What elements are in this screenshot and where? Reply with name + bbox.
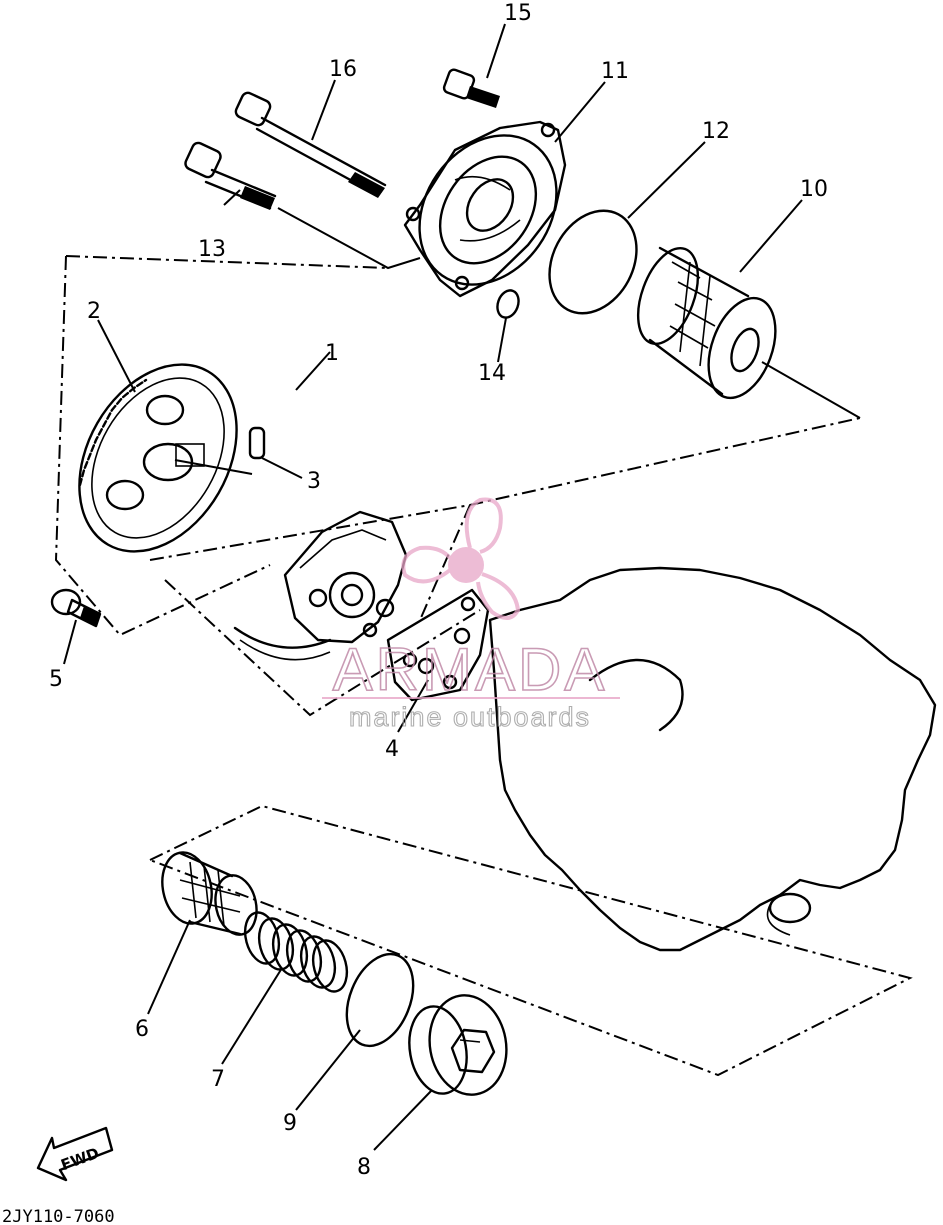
oil-pump-body-1: [233, 510, 408, 661]
callout-12: 12: [702, 119, 730, 144]
screw-5: [50, 588, 102, 628]
callout-15: 15: [504, 1, 532, 26]
strainer-assembly-boundary: [149, 804, 913, 1077]
callout-13: 13: [198, 237, 226, 262]
callout-3: 3: [307, 469, 321, 494]
relief-spring-7: [243, 911, 349, 993]
watermark-tagline: marine outboards: [349, 702, 591, 732]
propeller-logo-icon: [401, 497, 521, 620]
pump-assembly-boundary-bottom: [149, 417, 861, 561]
callout-16: 16: [329, 57, 357, 82]
oil-filter-element-10: [636, 246, 777, 400]
callout-7: 7: [211, 1067, 225, 1092]
leader-lines: [63, 23, 861, 1151]
small-bolt-15: [442, 68, 500, 108]
callout-5: 5: [49, 667, 63, 692]
filter-cover-11: [403, 120, 567, 298]
callout-6: 6: [135, 1017, 149, 1042]
oil-strainer-6: [161, 851, 258, 936]
callout-9: 9: [283, 1111, 297, 1136]
pump-assembly-boundary: [65, 255, 389, 269]
callout-8: 8: [357, 1155, 371, 1180]
small-o-ring-14: [496, 289, 520, 319]
long-bolt-16: [234, 91, 387, 198]
bolt-13: [184, 141, 277, 210]
oil-pump-gear-2: [78, 363, 238, 553]
drain-plug-8: [408, 994, 508, 1096]
callout-11: 11: [601, 59, 629, 84]
crankcase-outline: [488, 566, 937, 952]
watermark: ARMADA marine outboards: [322, 497, 620, 733]
callout-4: 4: [385, 737, 399, 762]
dowel-pin-3: [248, 426, 266, 460]
pump-assembly-boundary-left: [54, 255, 271, 637]
pump-to-case-line: [419, 504, 471, 621]
watermark-brand: ARMADA: [333, 636, 608, 703]
callout-1: 1: [325, 341, 339, 366]
callout-10: 10: [800, 177, 828, 202]
o-ring-9: [345, 952, 415, 1048]
callout-2: 2: [87, 299, 101, 324]
fwd-arrow-icon: FWD: [36, 1126, 114, 1182]
o-ring-12: [548, 209, 638, 315]
diagram-code: 2JY110-7060: [2, 1207, 115, 1225]
callout-14: 14: [478, 361, 506, 386]
pump-assembly-boundary-lower: [164, 579, 481, 717]
fwd-label: FWD: [58, 1144, 101, 1174]
gasket-4: [386, 588, 490, 702]
